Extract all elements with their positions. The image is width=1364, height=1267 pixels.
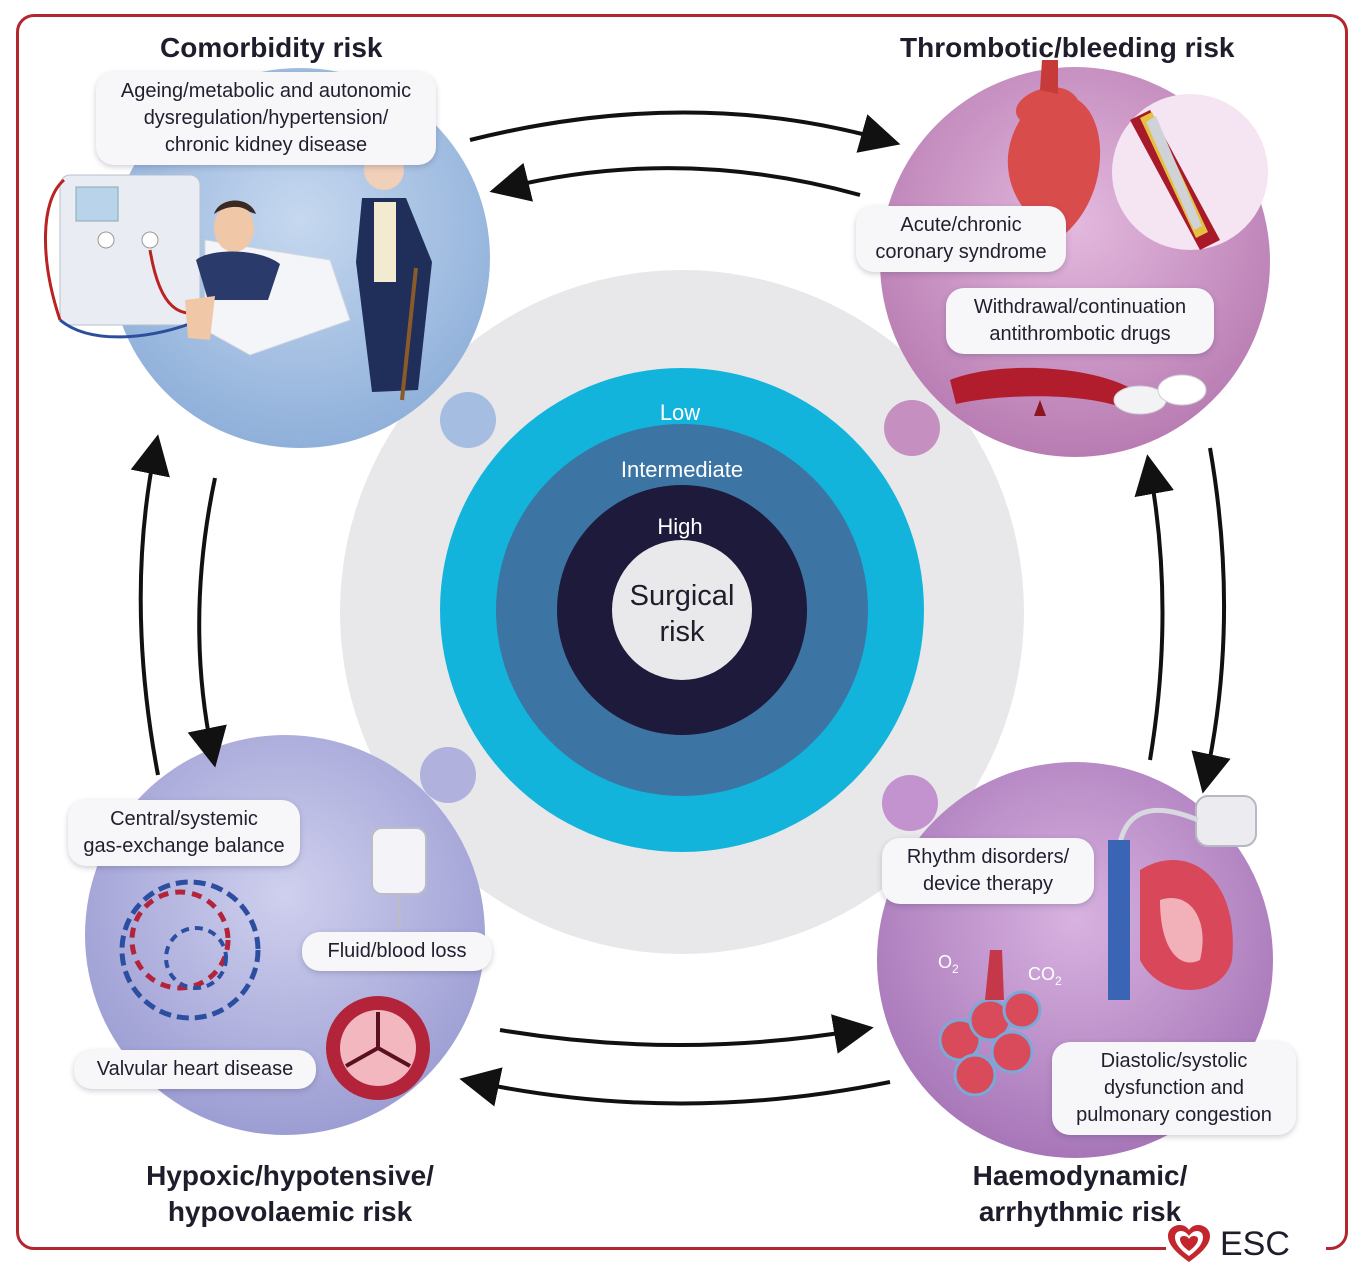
haemodynamic-risk-title: Haemodynamic/ arrhythmic risk	[930, 1158, 1230, 1230]
antithrombotic-line-2: antithrombotic drugs	[989, 323, 1171, 345]
alveoli-illustration	[938, 950, 1042, 1097]
arrow-top-right	[469, 110, 901, 153]
arrow-right-up	[1134, 454, 1174, 761]
gas-exchange-line-1: Central/systemic	[110, 808, 258, 830]
acute-coronary-line-1: Acute/chronic	[900, 214, 1022, 236]
acute-coronary-line-2: coronary syndrome	[875, 241, 1047, 263]
surgical-risk-line-1: Surgical	[629, 580, 735, 612]
heart-logo-icon	[1168, 1225, 1210, 1262]
dialysis-illustration	[43, 174, 211, 339]
gas-exchange-label: Central/systemic gas-exchange balance	[68, 800, 300, 866]
o2-label: O2	[938, 952, 959, 976]
pacemaker-illustration	[1115, 795, 1257, 861]
surgical-risk-label: Surgical risk	[582, 578, 782, 650]
valvular-heart-disease-label: Valvular heart disease	[74, 1050, 316, 1089]
arrow-left-up	[130, 434, 170, 776]
hypoxic-risk-title: Hypoxic/hypotensive/ hypovolaemic risk	[130, 1158, 450, 1230]
patient-illustration	[185, 200, 351, 356]
capillary-network-illustration	[119, 879, 261, 1021]
rhythm-disorders-line-1: Rhythm disorders/	[906, 846, 1070, 868]
acute-coronary-label: Acute/chronic coronary syndrome	[856, 206, 1066, 272]
haemodynamic-title-line-2: arrhythmic risk	[978, 1196, 1182, 1227]
comorbidity-label-line-1: Ageing/metabolic and autonomic	[120, 80, 412, 102]
hypoxic-title-line-2: hypovolaemic risk	[167, 1196, 413, 1227]
antithrombotic-line-1: Withdrawal/continuation	[973, 296, 1187, 318]
stent-illustration	[1112, 94, 1268, 250]
gas-exchange-line-2: gas-exchange balance	[83, 835, 285, 857]
surgical-risk-line-2: risk	[659, 616, 705, 648]
comorbidity-label-line-2: dysregulation/hypertension/	[143, 107, 389, 129]
low-risk-label: Low	[659, 400, 701, 425]
hypoxic-title-line-1: Hypoxic/hypotensive/	[146, 1160, 434, 1191]
arrow-right-down	[1191, 447, 1231, 794]
dysfunction-line-2: dysfunction and	[1103, 1077, 1245, 1099]
high-risk-label: High	[657, 514, 703, 539]
heart-cross-section-illustration	[1108, 840, 1233, 1000]
comorbidity-label: Ageing/metabolic and autonomic dysregula…	[96, 72, 436, 165]
co2-label: CO2	[1028, 964, 1062, 988]
iv-bag-illustration	[371, 827, 427, 930]
arrow-top-left	[489, 162, 861, 202]
thrombotic-bleeding-risk-title: Thrombotic/bleeding risk	[900, 32, 1235, 63]
blood-vessel-illustration	[950, 367, 1130, 416]
antithrombotic-drugs-label: Withdrawal/continuation antithrombotic d…	[946, 288, 1214, 354]
arrow-left-down	[187, 477, 227, 768]
rhythm-disorders-label: Rhythm disorders/ device therapy	[882, 838, 1094, 904]
comorbidity-risk-title: Comorbidity risk	[160, 32, 383, 63]
dysfunction-line-3: pulmonary congestion	[1076, 1104, 1272, 1126]
fluid-blood-loss-label: Fluid/blood loss	[302, 932, 492, 971]
surgical-risk-core	[612, 540, 752, 680]
arrow-bottom-right	[499, 1014, 874, 1054]
arrow-bottom-left	[459, 1067, 891, 1107]
heart-valve-illustration	[326, 996, 430, 1100]
ventricular-dysfunction-label: Diastolic/systolic dysfunction and pulmo…	[1052, 1042, 1296, 1135]
intermediate-risk-label: Intermediate	[620, 457, 744, 482]
dysfunction-line-1: Diastolic/systolic	[1100, 1050, 1248, 1072]
rhythm-disorders-line-2: device therapy	[922, 873, 1054, 895]
esc-logo-text: ESC	[1220, 1224, 1290, 1263]
pills-illustration	[1113, 374, 1207, 415]
haemodynamic-title-line-1: Haemodynamic/	[972, 1160, 1188, 1191]
esc-logo: ESC	[1166, 1222, 1326, 1266]
comorbidity-label-line-3: chronic kidney disease	[164, 134, 368, 156]
diagram-frame	[16, 14, 1348, 1250]
